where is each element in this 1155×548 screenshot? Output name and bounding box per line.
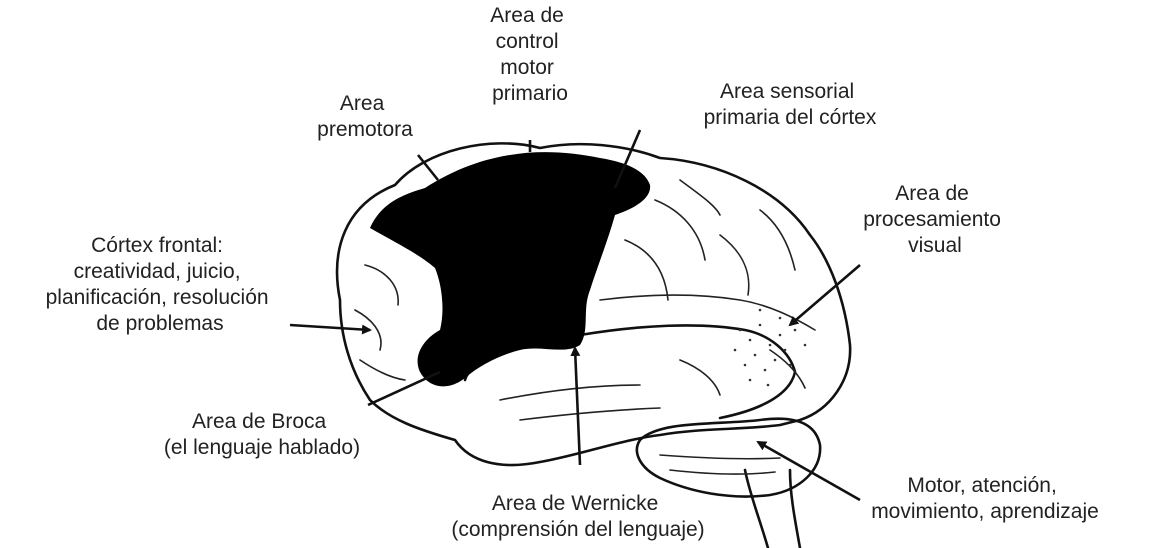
label-cerebellum: Motor, atención, movimiento, aprendizaje: [871, 474, 1099, 523]
label-premotor: Area premotora: [317, 92, 413, 141]
frontal-pointer: [290, 325, 370, 330]
label-frontal: Córtex frontal: creatividad, juicio, pla…: [46, 234, 275, 335]
brainstem-outline: [745, 470, 800, 548]
label-visual: Area de procesamiento visual: [863, 182, 1007, 257]
label-broca: Area de Broca (el lenguaje hablado): [164, 410, 360, 459]
label-sensory: Area sensorial primaria del córtex: [704, 80, 877, 129]
label-motor-primary: Area de control motor primario: [490, 4, 569, 105]
visual-pointer: [790, 265, 860, 325]
cerebellum-outline: [637, 419, 820, 497]
broca-pointer: [368, 372, 440, 405]
wernicke-pointer: [575, 348, 580, 465]
cerebellum-pointer: [758, 442, 860, 500]
motor-premotor-region: [370, 152, 650, 386]
label-wernicke: Area de Wernicke (comprensión del lengua…: [451, 492, 704, 541]
